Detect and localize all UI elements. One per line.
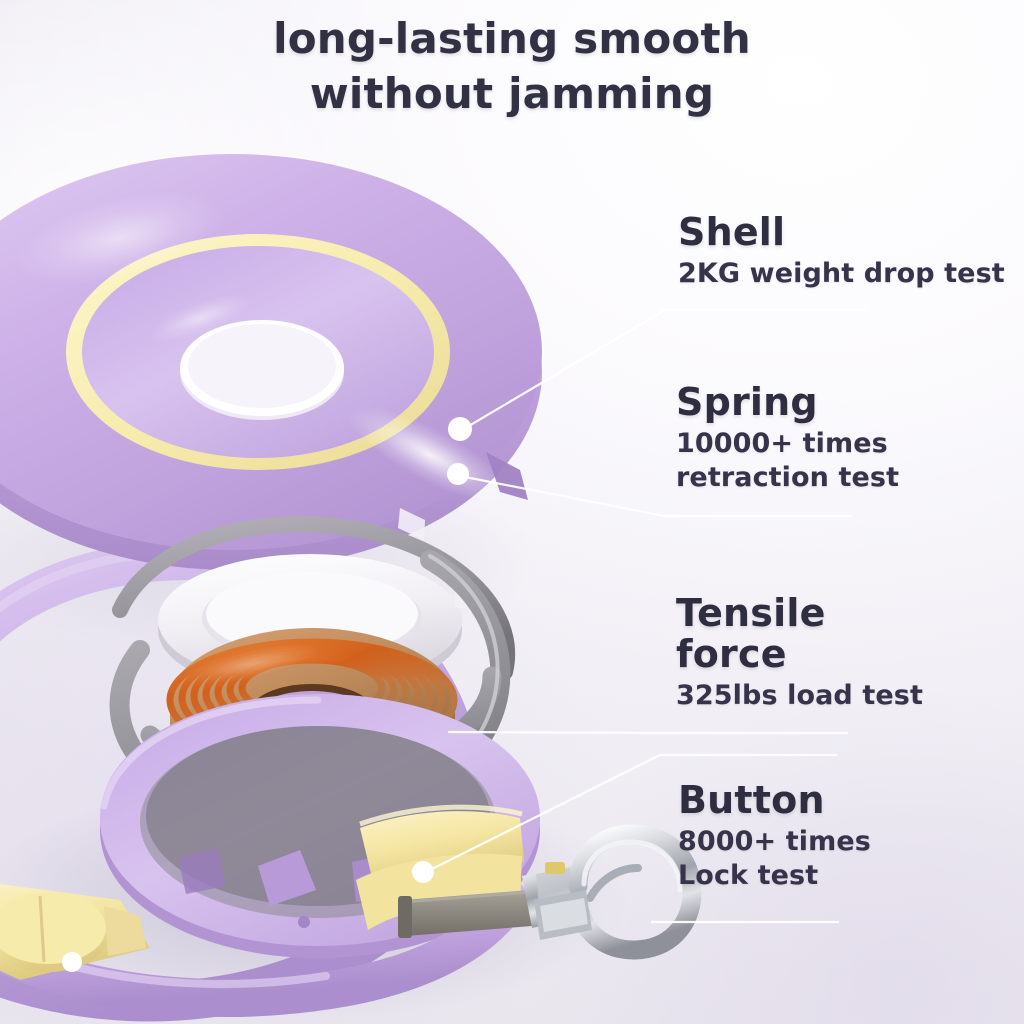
callout-spring-title: Spring	[676, 380, 818, 424]
page-title-line-2: without jamming	[309, 68, 715, 118]
anchor-dot-shell	[448, 417, 472, 441]
anchor-dot-button-left	[62, 952, 82, 972]
callout-button: Button 8000+ times Lock test	[678, 778, 871, 893]
callout-tensile-force-title: Tensile force	[676, 591, 826, 677]
callout-spring-subtitle: 10000+ times retraction test	[676, 428, 900, 494]
callout-shell-subtitle: 2KG weight drop test	[678, 258, 1005, 290]
page-title-line-1: long-lasting smooth	[273, 14, 751, 63]
gray-split-ring-upper	[112, 516, 516, 680]
anchor-dot-button-right	[412, 861, 434, 883]
callout-tensile-force-subtitle: 325lbs load test	[676, 680, 923, 712]
callout-shell-title: Shell	[678, 210, 786, 254]
page-title: long-lasting smooth without jamming	[0, 12, 1024, 121]
callout-button-subtitle: 8000+ times Lock test	[678, 826, 871, 892]
leash-tape	[398, 890, 532, 938]
callout-button-title: Button	[678, 778, 825, 822]
top-shell-cover	[0, 154, 542, 570]
anchor-dot-spring	[447, 463, 469, 485]
callout-tensile-force: Tensile force 325lbs load test	[676, 591, 923, 713]
yellow-lock-button-left[interactable]	[0, 880, 150, 980]
callout-shell: Shell 2KG weight drop test	[678, 210, 1005, 291]
callout-spring: Spring 10000+ times retraction test	[676, 380, 900, 495]
